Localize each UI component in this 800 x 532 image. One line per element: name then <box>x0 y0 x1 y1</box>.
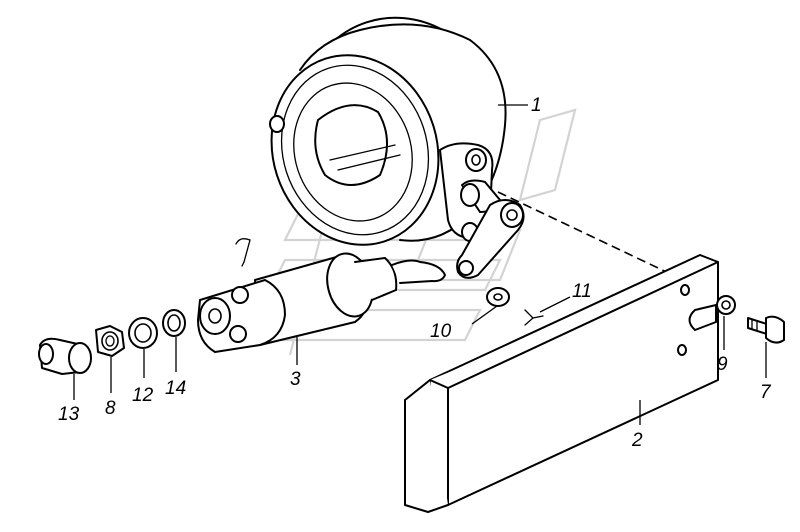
callout-9: 9 <box>717 354 728 375</box>
part-9-washer <box>716 295 736 315</box>
callout-12: 12 <box>132 385 154 406</box>
callout-13: 13 <box>58 404 80 425</box>
part-13-elbow-fitting <box>38 337 92 375</box>
part-12-ring <box>128 317 158 349</box>
part-14-o-ring <box>162 309 186 337</box>
callout-10: 10 <box>430 321 452 342</box>
part-8-nut <box>95 325 125 357</box>
part-1-valve-housing <box>269 16 507 246</box>
callout-labels: 1 2 3 7 8 9 10 11 12 13 14 <box>58 95 772 451</box>
callout-14: 14 <box>165 378 186 399</box>
part-2-bracket <box>404 254 719 513</box>
callout-7: 7 <box>760 382 772 403</box>
callout-1: 1 <box>531 95 542 116</box>
part-11-cotter-pin <box>524 309 544 326</box>
part-3-cylinder <box>197 252 446 353</box>
callout-11: 11 <box>572 281 592 302</box>
callout-3: 3 <box>290 369 301 390</box>
lever-arm <box>456 199 525 279</box>
part-10-washer <box>486 287 510 307</box>
callout-2: 2 <box>631 430 643 451</box>
cotter-pin-upper <box>235 238 251 267</box>
leader-lines <box>73 104 767 425</box>
part-7-bolt <box>747 315 785 344</box>
callout-8: 8 <box>105 398 116 419</box>
